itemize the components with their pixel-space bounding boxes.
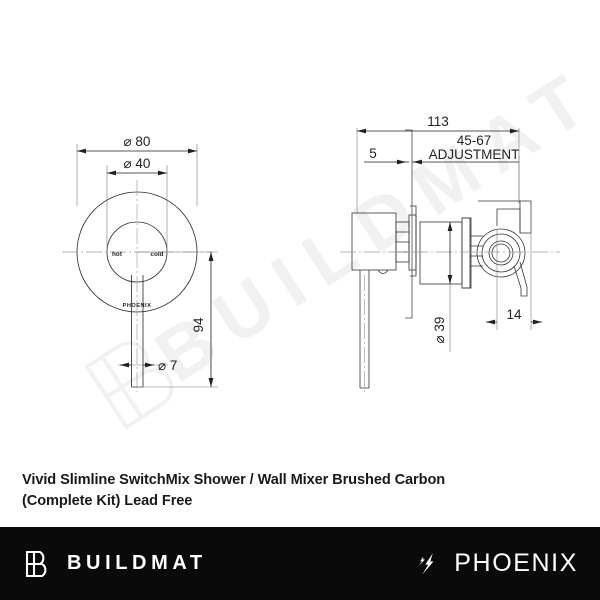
dim-handle-length	[137, 251, 218, 388]
phoenix-flame-logo-icon	[419, 552, 434, 575]
body-shoulder	[462, 217, 471, 289]
label-outlet-depth: 14	[506, 307, 522, 322]
outlet-housing	[478, 200, 532, 234]
spline-ribs	[396, 231, 409, 253]
label-handle-length: 94	[191, 317, 206, 333]
lever-block	[351, 212, 397, 271]
buildmat-b-logo-icon	[25, 550, 47, 577]
buildmat-wordmark: BUILDMAT	[67, 552, 207, 574]
outlet-boss-inner	[488, 240, 514, 266]
flange-front-face	[410, 205, 417, 277]
label-handle-diameter: ⌀ 7	[158, 358, 177, 373]
outlet-tail-bracket	[513, 261, 528, 297]
label-brand-engraving: PHOENIX	[123, 303, 152, 309]
outlet-boss-core	[491, 243, 511, 263]
phoenix-brand[interactable]: PHOENIX	[415, 549, 578, 578]
label-inner-diameter: ⌀ 40	[124, 156, 151, 171]
dim-adjustment-range	[412, 155, 520, 203]
outlet-boss-mid	[481, 233, 521, 273]
valve-body	[419, 221, 463, 285]
dim-outlet-depth	[486, 205, 542, 330]
outlet-boss-outer	[476, 228, 526, 278]
label-adjustment-caption: ADJUSTMENT	[429, 147, 520, 162]
lever-shaft	[359, 270, 370, 389]
lever-nub	[377, 269, 389, 274]
body-face-plate	[461, 217, 472, 289]
dim-inner-diameter	[106, 165, 168, 252]
label-outer-diameter: ⌀ 80	[124, 134, 151, 149]
cad-linework: ⌀ 80 ⌀ 40 94 ⌀ 7 hot cold PHOENIX 113 5 …	[62, 114, 560, 392]
label-hot: hot	[112, 251, 123, 258]
buildmat-brand[interactable]: BUILDMAT	[22, 548, 207, 580]
technical-drawing-area: BUILDMAT	[62, 51, 600, 430]
dim-outer-diameter	[76, 144, 198, 206]
product-title-block: Vivid Slimline SwitchMix Shower / Wall M…	[0, 462, 600, 527]
dim-overall-depth	[356, 128, 520, 213]
label-adjustment-range: 45-67	[457, 133, 492, 148]
label-cold: cold	[150, 251, 163, 258]
label-plate-thickness: 5	[369, 146, 377, 161]
outlet-ribs	[471, 235, 483, 267]
front-view-geometry	[62, 180, 212, 392]
label-overall-depth: 113	[427, 114, 449, 129]
footer-bar: BUILDMAT PHOENIX	[0, 527, 600, 600]
product-title: Vivid Slimline SwitchMix Shower / Wall M…	[22, 472, 446, 509]
buildmat-watermark: BUILDMAT	[84, 51, 600, 430]
label-body-diameter: ⌀ 39	[432, 317, 447, 344]
flange-plate	[408, 214, 417, 271]
cover-plate-edge	[405, 129, 413, 319]
phoenix-wordmark: PHOENIX	[454, 549, 578, 577]
